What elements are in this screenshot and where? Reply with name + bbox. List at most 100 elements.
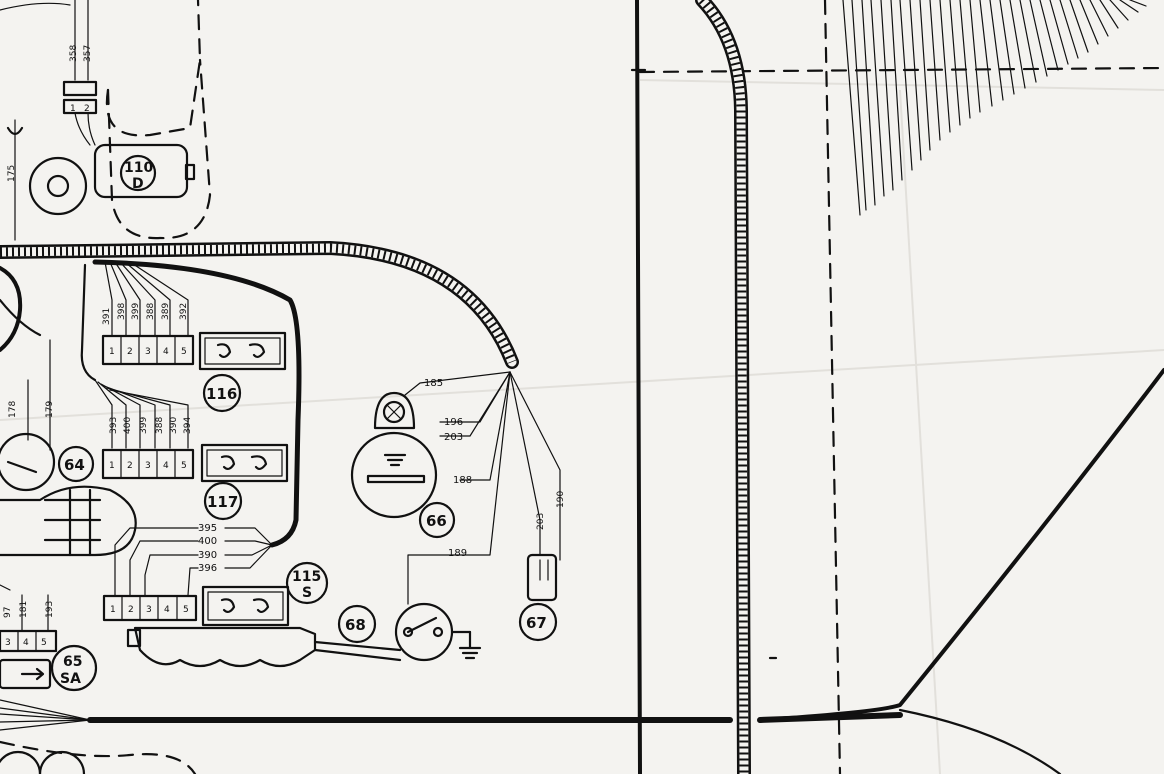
- junction-wires: [404, 371, 561, 561]
- pin-3: 3: [146, 605, 152, 615]
- paper-creases: [0, 79, 1164, 774]
- pin-2: 2: [127, 461, 133, 471]
- bottom-bus-line-right: [757, 712, 903, 723]
- connector-116-labels: 391 398 399 388 389 392: [102, 303, 189, 325]
- pin-5: 5: [181, 461, 187, 471]
- wire-label-178: 178: [8, 401, 18, 418]
- wire-label-398: 398: [117, 303, 127, 320]
- connector-117-wires: [94, 379, 189, 449]
- component-115-sub: S: [302, 585, 312, 601]
- wire-label-392: 392: [179, 303, 189, 320]
- connector-115-wires: [114, 527, 273, 596]
- main-wiring-loom: [0, 240, 519, 369]
- connector-115-labels: 395 400 390 396: [198, 523, 217, 574]
- component-68-label: 68: [345, 616, 366, 634]
- right-trunk: [92, 259, 302, 548]
- wire-label-357: 357: [83, 45, 93, 62]
- wire-label-181: 181: [19, 601, 29, 618]
- body-outline-curve: [758, 368, 1164, 722]
- pin-1: 1: [110, 605, 116, 615]
- pin-1: 1: [109, 347, 115, 357]
- wire-label-196: 196: [444, 417, 463, 428]
- component-117-label: 117: [207, 493, 238, 511]
- bottom-left-fan: [0, 699, 91, 731]
- pin-3: 3: [145, 347, 151, 357]
- vertical-wiring-loom: [695, 0, 751, 774]
- wire-label-203b: 203: [536, 513, 546, 530]
- switch-68: 189: [394, 371, 511, 662]
- wire-label-390b: 390: [198, 550, 217, 561]
- component-115-label: 115: [292, 569, 321, 585]
- component-66-warning-lamp: 66: [350, 391, 456, 539]
- pin-4: 4: [163, 347, 169, 357]
- pin-2: 2: [127, 347, 133, 357]
- connector-117-labels: 393 400 399 388 390 394: [109, 417, 193, 434]
- pin-2: 2: [84, 104, 90, 114]
- wire-label-399: 399: [131, 303, 141, 320]
- body-outline-lower: [898, 708, 1062, 774]
- connector-115-block: 1 2 3 4 5: [102, 594, 198, 622]
- pin-3: 3: [145, 461, 151, 471]
- switch-117: 117: [200, 443, 289, 521]
- component-116-label: 116: [206, 385, 237, 403]
- component-110-sub: D: [132, 176, 144, 192]
- wire-label-393: 393: [109, 417, 119, 434]
- switch-116: 116: [198, 331, 287, 413]
- wire-label-389: 389: [161, 303, 171, 320]
- pin-2: 2: [128, 605, 134, 615]
- wire-label-97: 97: [3, 607, 13, 618]
- wire-label-193: 193: [45, 601, 55, 618]
- pin-1: 1: [70, 104, 76, 114]
- wire-label-388b: 388: [155, 417, 165, 434]
- wire-label-390: 390: [169, 417, 179, 434]
- switch-115: 115 S: [201, 561, 329, 627]
- component-110-label: 110: [124, 160, 153, 176]
- wire-label-188: 188: [453, 475, 472, 486]
- handbrake-lever: 68: [126, 604, 402, 668]
- frame-line: [635, 0, 642, 774]
- pin-4: 4: [164, 605, 170, 615]
- wire-label-400b: 400: [198, 536, 217, 547]
- component-66-label: 66: [426, 512, 447, 530]
- connector-117-block: 1 2 3 4 5: [101, 448, 195, 480]
- pin-4: 4: [163, 461, 169, 471]
- pin-1: 1: [109, 461, 115, 471]
- registration-marks: [630, 68, 778, 660]
- connector-116-wires: [80, 261, 189, 382]
- wire-label-358: 358: [69, 45, 79, 62]
- wire-label-185: 185: [424, 378, 443, 389]
- connector-116-block: 1 2 3 4 5: [101, 334, 195, 366]
- bottom-left-circles: [0, 750, 86, 774]
- component-64-switch: 64: [0, 432, 137, 557]
- component-67-label: 67: [526, 614, 547, 632]
- wire-label-175: 175: [7, 165, 17, 182]
- component-65-label: 65: [63, 654, 82, 670]
- pin-5: 5: [181, 347, 187, 357]
- wire-label-399b: 399: [139, 417, 149, 434]
- wire-label-189: 189: [448, 548, 467, 559]
- wire-label-203: 203: [444, 432, 463, 443]
- wire-label-395: 395: [198, 523, 217, 534]
- pin-5: 5: [41, 638, 47, 648]
- pin-3: 3: [5, 638, 11, 648]
- wire-label-396: 396: [198, 563, 217, 574]
- left-edge-wiring: [0, 266, 51, 451]
- component-64-label: 64: [64, 456, 85, 474]
- wire-label-190: 190: [556, 491, 566, 508]
- wire-label-391: 391: [102, 308, 112, 325]
- component-110-motor: 110 D: [28, 143, 196, 216]
- wire-label-388: 388: [146, 303, 156, 320]
- wire-175-group: 175: [6, 119, 24, 241]
- hatched-block: [842, 0, 1147, 216]
- bottom-left-connector: 97 181 193 3 4 5 65 SA: [0, 584, 98, 692]
- pin-5: 5: [183, 605, 189, 615]
- pin-4: 4: [23, 638, 29, 648]
- component-67-sensor: 67 203 190: [518, 491, 566, 642]
- wire-label-394: 394: [183, 417, 193, 434]
- top-connector-group: 358 357 1 2: [0, 0, 98, 146]
- wire-label-179: 179: [45, 401, 55, 418]
- component-65-sub: SA: [60, 671, 81, 687]
